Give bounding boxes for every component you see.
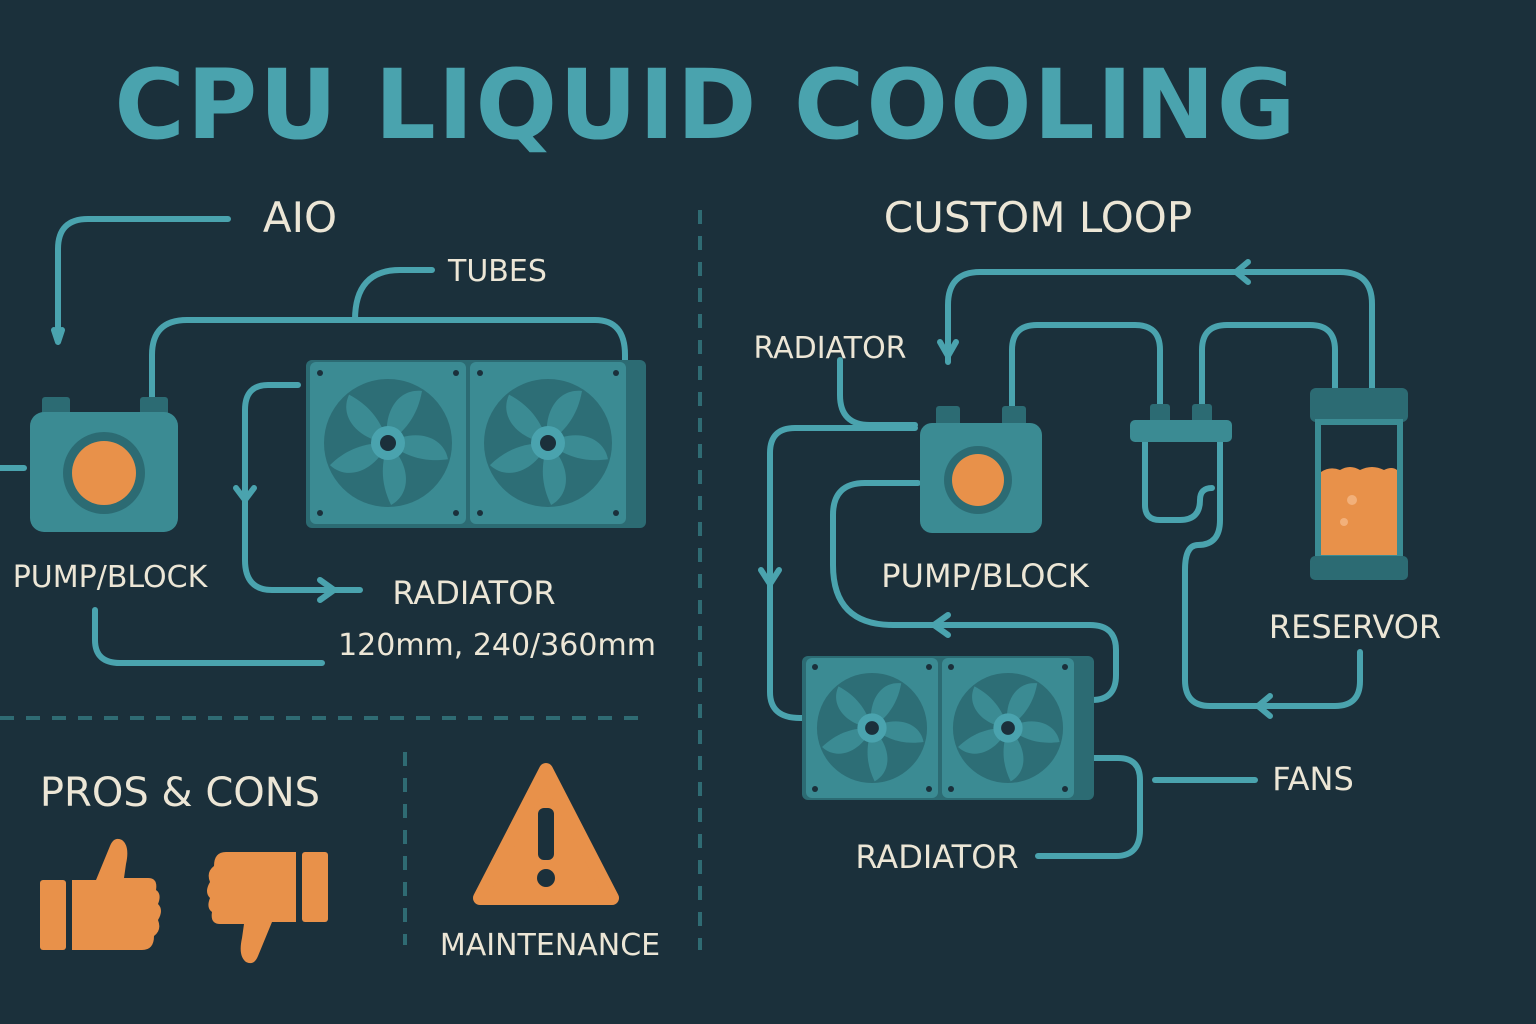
fan-icon [952,672,1064,784]
aio-radiator-label: RADIATOR [392,574,555,612]
aio-pump-label: PUMP/BLOCK [13,560,209,595]
warning-icon [473,763,619,905]
section-dividers [0,210,702,950]
pros-cons-section: PROS & CONS [40,770,328,964]
custom-radiator-bottom-label: RADIATOR [855,838,1018,876]
aio-heading: AIO [263,193,337,242]
pros-cons-heading: PROS & CONS [40,770,320,816]
thumbs-up-icon [40,838,161,950]
aio-pump-block [30,397,178,532]
custom-radiator [802,656,1094,800]
custom-radiator-top-label: RADIATOR [753,331,906,366]
page-title: CPU LIQUID COOLING [114,49,1297,161]
custom-loop-section: CUSTOM LOOP [753,193,1441,876]
thumbs-down-icon [207,852,328,964]
maintenance-section: MAINTENANCE [440,763,660,963]
aio-sizes-label: 120mm, 240/360mm [338,628,656,663]
custom-pump-label: PUMP/BLOCK [881,557,1090,595]
custom-loop-tubes [758,259,1375,859]
fan-icon [484,379,612,507]
maintenance-label: MAINTENANCE [440,928,660,963]
aio-section: AIO [0,193,656,666]
fan-icon [816,672,928,784]
aio-radiator [306,360,646,528]
custom-pump-block [920,406,1042,533]
custom-reservoir [1310,388,1408,580]
custom-reservoir-label: RESERVOR [1269,608,1441,646]
aio-tubes-label: TUBES [447,254,547,289]
custom-fitting [1130,404,1232,442]
fan-icon [324,379,452,507]
custom-fans-label: FANS [1272,760,1354,798]
aio-tubes [0,216,628,666]
custom-loop-heading: CUSTOM LOOP [884,193,1192,242]
